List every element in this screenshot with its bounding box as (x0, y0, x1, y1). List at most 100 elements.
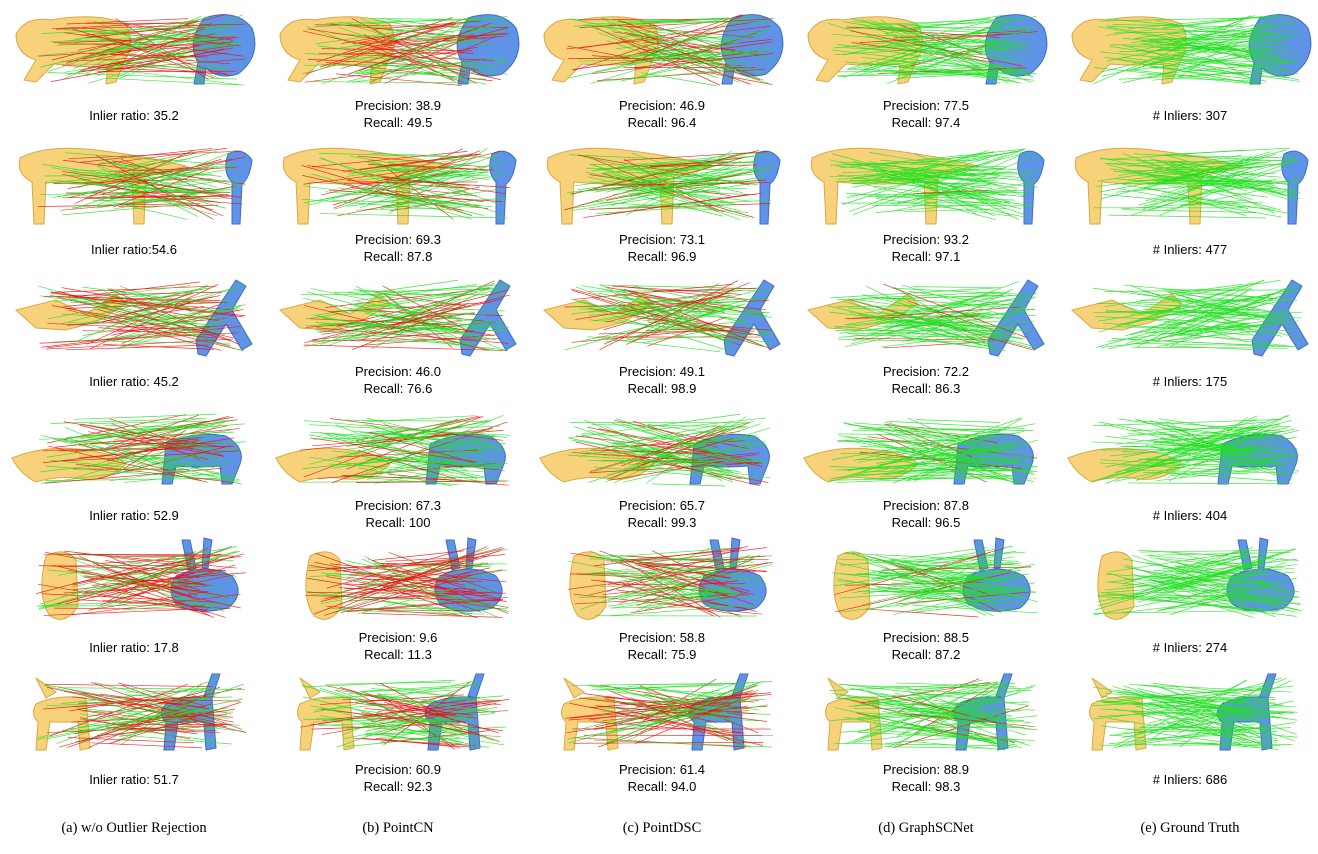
column-caption: (e) Ground Truth (1062, 820, 1318, 837)
result-cell: # Inliers: 686 (1062, 668, 1318, 800)
outlier-correspondence (91, 743, 202, 748)
source-shape (12, 448, 126, 482)
metric-line-1: Precision: 69.3 (270, 232, 526, 248)
registration-visualization (534, 404, 790, 494)
result-cell: # Inliers: 274 (1062, 536, 1318, 668)
metric-line-2: Recall: 49.5 (270, 115, 526, 131)
registration-visualization (534, 138, 790, 228)
result-cell: # Inliers: 404 (1062, 404, 1318, 536)
column-caption: (c) PointDSC (534, 820, 790, 837)
registration-visualization (1062, 270, 1318, 360)
metric-line-1: Precision: 9.6 (270, 630, 526, 646)
metric-line-2: Recall: 97.1 (798, 249, 1054, 265)
result-cell: Precision: 65.7Recall: 99.3 (534, 404, 790, 536)
registration-visualization (534, 4, 790, 94)
inlier-correspondence (834, 743, 1000, 745)
registration-visualization (1062, 668, 1318, 758)
source-shape (570, 552, 606, 620)
metric-line-2: Recall: 76.6 (270, 381, 526, 397)
registration-visualization (6, 4, 262, 94)
result-cell: Precision: 88.5Recall: 87.2 (798, 536, 1054, 668)
metric-line-1: Inlier ratio:54.6 (6, 242, 262, 258)
result-cell: Precision: 87.8Recall: 96.5 (798, 404, 1054, 536)
registration-visualization (534, 536, 790, 626)
target-shape (490, 151, 516, 224)
registration-visualization (798, 138, 1054, 228)
metric-line-2: Recall: 98.9 (534, 381, 790, 397)
result-cell: Precision: 46.0Recall: 76.6 (270, 270, 526, 402)
registration-visualization (534, 668, 790, 758)
metric-line-1: # Inliers: 175 (1062, 374, 1318, 390)
source-shape (283, 148, 450, 224)
metric-line-1: Precision: 49.1 (534, 364, 790, 380)
registration-visualization (270, 404, 526, 494)
metric-line-1: Precision: 88.5 (798, 630, 1054, 646)
metric-line-2: Recall: 11.3 (270, 647, 526, 663)
metric-line-2: Recall: 96.4 (534, 115, 790, 131)
inlier-correspondence (1108, 215, 1266, 218)
result-cell: # Inliers: 307 (1062, 4, 1318, 136)
inlier-correspondence (106, 78, 239, 85)
metric-line-2: Recall: 100 (270, 515, 526, 531)
registration-visualization (798, 404, 1054, 494)
metric-line-1: Inlier ratio: 51.7 (6, 772, 262, 788)
result-cell: Precision: 67.3Recall: 100 (270, 404, 526, 536)
result-cell: Inlier ratio:54.6 (6, 138, 262, 270)
result-cell: Precision: 72.2Recall: 86.3 (798, 270, 1054, 402)
result-cell: Inlier ratio: 17.8 (6, 536, 262, 668)
target-shape (721, 15, 783, 84)
metric-line-1: Precision: 93.2 (798, 232, 1054, 248)
metric-line-2: Recall: 96.5 (798, 515, 1054, 531)
registration-visualization (270, 138, 526, 228)
registration-visualization (6, 270, 262, 360)
result-cell: Inlier ratio: 45.2 (6, 270, 262, 402)
registration-visualization (6, 404, 262, 494)
result-cell: Inlier ratio: 51.7 (6, 668, 262, 800)
inlier-correspondence (634, 684, 736, 685)
metric-line-2: Recall: 97.4 (798, 115, 1054, 131)
registration-visualization (270, 536, 526, 626)
metric-line-1: Inlier ratio: 45.2 (6, 374, 262, 390)
registration-visualization (798, 270, 1054, 360)
metric-line-2: Recall: 98.3 (798, 779, 1054, 795)
result-cell: Precision: 58.8Recall: 75.9 (534, 536, 790, 668)
registration-visualization (1062, 138, 1318, 228)
metric-line-1: Precision: 58.8 (534, 630, 790, 646)
registration-visualization (1062, 404, 1318, 494)
result-cell: Precision: 69.3Recall: 87.8 (270, 138, 526, 270)
outlier-correspondence (866, 609, 979, 617)
result-cell: Inlier ratio: 35.2 (6, 4, 262, 136)
registration-visualization (270, 4, 526, 94)
result-cell: Precision: 60.9Recall: 92.3 (270, 668, 526, 800)
metric-line-2: Recall: 99.3 (534, 515, 790, 531)
metric-line-1: Precision: 73.1 (534, 232, 790, 248)
inlier-correspondence (325, 682, 451, 684)
metric-line-1: Precision: 77.5 (798, 98, 1054, 114)
metric-line-2: Recall: 87.8 (270, 249, 526, 265)
column-caption: (d) GraphSCNet (798, 820, 1054, 837)
registration-visualization (6, 536, 262, 626)
result-cell: Precision: 93.2Recall: 97.1 (798, 138, 1054, 270)
inlier-correspondence (916, 420, 1000, 423)
result-cell: # Inliers: 477 (1062, 138, 1318, 270)
inlier-correspondence (643, 418, 766, 431)
result-cell: Precision: 88.9Recall: 98.3 (798, 668, 1054, 800)
metric-line-1: Precision: 38.9 (270, 98, 526, 114)
inlier-correspondence (313, 82, 473, 83)
metric-line-1: # Inliers: 686 (1062, 772, 1318, 788)
metric-line-1: # Inliers: 274 (1062, 640, 1318, 656)
metric-line-2: Recall: 87.2 (798, 647, 1054, 663)
registration-visualization (1062, 4, 1318, 94)
result-cell: Precision: 73.1Recall: 96.9 (534, 138, 790, 270)
metric-line-1: Precision: 46.0 (270, 364, 526, 380)
metric-line-1: # Inliers: 404 (1062, 508, 1318, 524)
metric-line-1: Precision: 46.9 (534, 98, 790, 114)
metric-line-1: Precision: 60.9 (270, 762, 526, 778)
inlier-correspondence (360, 687, 467, 692)
metric-line-1: Precision: 65.7 (534, 498, 790, 514)
metric-line-1: Precision: 72.2 (798, 364, 1054, 380)
result-cell: Precision: 38.9Recall: 49.5 (270, 4, 526, 136)
metric-line-1: # Inliers: 307 (1062, 108, 1318, 124)
metric-line-1: # Inliers: 477 (1062, 242, 1318, 258)
